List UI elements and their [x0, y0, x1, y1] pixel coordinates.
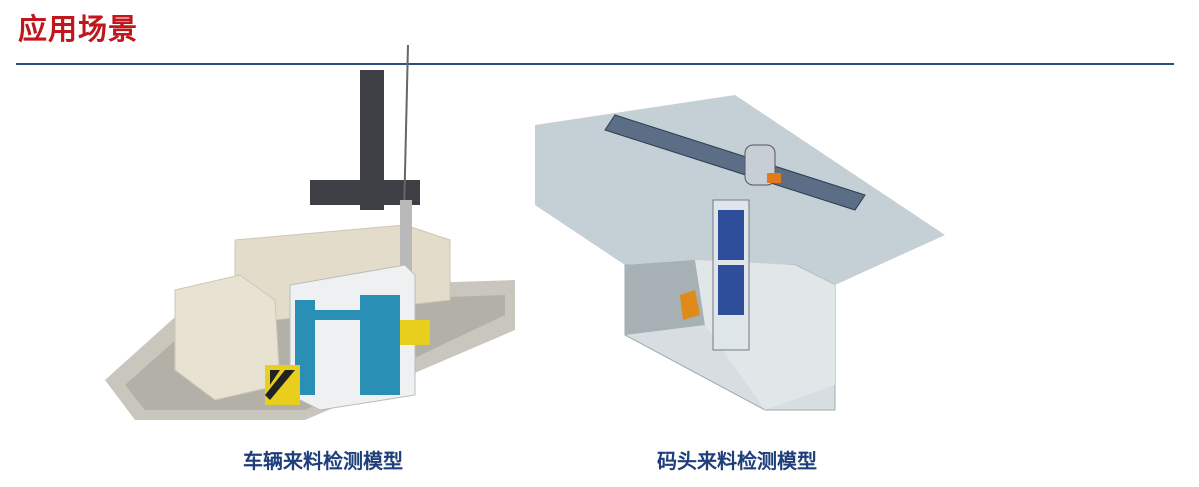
divider [16, 63, 1174, 65]
dock-inspection-model-image [535, 95, 945, 411]
vehicle-inspection-model-image [105, 44, 515, 420]
figure-caption-vehicle: 车辆来料检测模型 [243, 449, 403, 473]
section-title: 应用场景 [18, 12, 139, 46]
figure-caption-dock: 码头来料检测模型 [657, 449, 817, 473]
